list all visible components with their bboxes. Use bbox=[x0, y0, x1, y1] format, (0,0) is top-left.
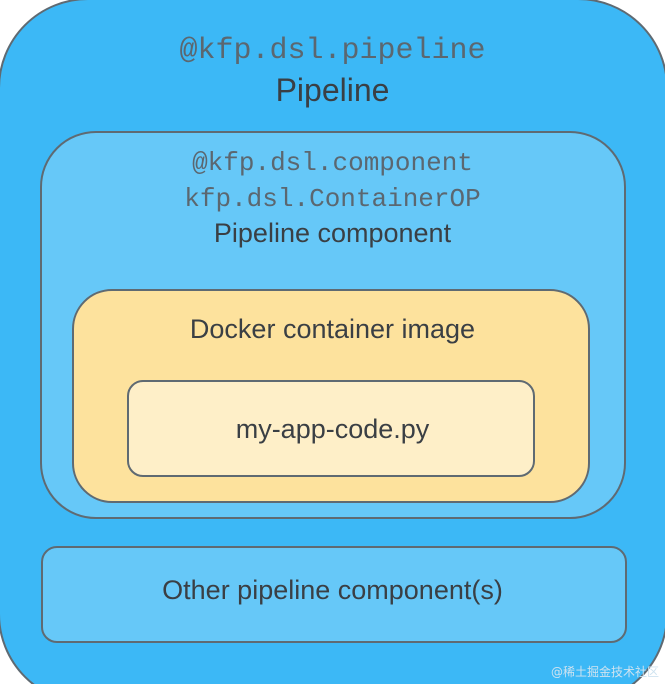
component-class-name: kfp.dsl.ContainerOP bbox=[184, 184, 481, 214]
docker-image-label: Docker container image bbox=[189, 314, 476, 344]
other-components-label: Other pipeline component(s) bbox=[162, 575, 503, 605]
app-code-box bbox=[127, 380, 535, 477]
pipeline-decorator: @kfp.dsl.pipeline bbox=[179, 34, 486, 68]
app-code-label: my-app-code.py bbox=[235, 414, 430, 444]
component-decorator: @kfp.dsl.component bbox=[192, 148, 473, 178]
pipeline-component-label: Pipeline component bbox=[213, 218, 452, 248]
pipeline-label: Pipeline bbox=[275, 72, 390, 108]
watermark: @稀土掘金技术社区 bbox=[550, 665, 659, 679]
other-components-box bbox=[41, 546, 627, 643]
